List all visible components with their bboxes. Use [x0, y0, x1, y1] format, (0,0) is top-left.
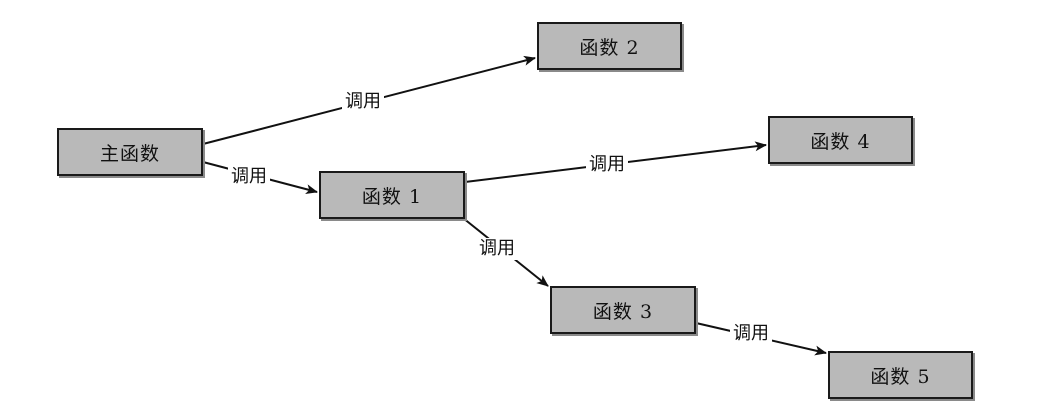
node-function-3: 函数 3: [550, 286, 696, 334]
edge-label-f1-f3: 调用: [476, 238, 518, 260]
edge-label-main-f1: 调用: [228, 166, 270, 188]
node-function-1: 函数 1: [319, 171, 465, 219]
node-function-2: 函数 2: [537, 22, 682, 70]
edge-label-main-f2: 调用: [342, 91, 384, 113]
node-main-function: 主函数: [57, 128, 203, 176]
node-function-4: 函数 4: [768, 116, 913, 164]
edge-label-f3-f5: 调用: [730, 323, 772, 345]
edge-label-f1-f4: 调用: [586, 154, 628, 176]
node-function-5: 函数 5: [828, 351, 973, 399]
